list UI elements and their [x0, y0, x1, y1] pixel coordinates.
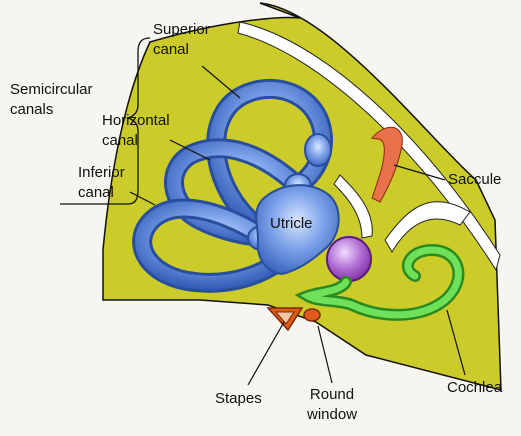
cochlea	[294, 243, 465, 321]
superior-canal-label-line1: Superior	[153, 21, 210, 38]
round-window-label-line1: Round	[309, 386, 355, 403]
semicircular-bracket	[60, 37, 151, 205]
inferior-canal-label-line1: Inferior	[78, 164, 125, 181]
round-window-label: Round window	[307, 385, 357, 425]
leader-lines	[129, 65, 466, 386]
round-window	[303, 308, 321, 322]
inferior-canal-label: Inferior canal	[78, 163, 125, 203]
superior-canal-label-line2: canal	[153, 41, 189, 58]
endolymphatic-duct	[371, 126, 403, 203]
membranous-strip-middle	[384, 201, 471, 253]
horizontal-canal-label-line2: canal	[102, 132, 138, 149]
saccule	[326, 236, 372, 282]
inferior-canal-label-line2: canal	[78, 184, 114, 201]
saccule-label: Saccule	[448, 171, 502, 188]
semicircular-canals-label-line2: canals	[10, 101, 54, 118]
stapes-label: Stapes	[215, 390, 262, 407]
stapes	[266, 307, 304, 332]
cochlea-label: Cochlea	[447, 379, 503, 396]
semicircular-canals	[132, 78, 333, 293]
semicircular-canals-label: Semicircular canals	[10, 80, 93, 120]
round-window-label-line2: window	[307, 406, 358, 423]
horizontal-canal-label-line1: Horizontal	[102, 112, 170, 129]
horizontal-canal-label: Horizontal canal	[102, 111, 170, 151]
membranous-strip-upper	[237, 21, 501, 272]
saccular-duct	[333, 174, 373, 239]
semicircular-canals-label-line1: Semicircular	[10, 81, 93, 98]
utricle	[255, 184, 340, 276]
superior-canal-label: Superior canal	[153, 20, 210, 60]
utricle-label: Utricle	[270, 215, 313, 232]
